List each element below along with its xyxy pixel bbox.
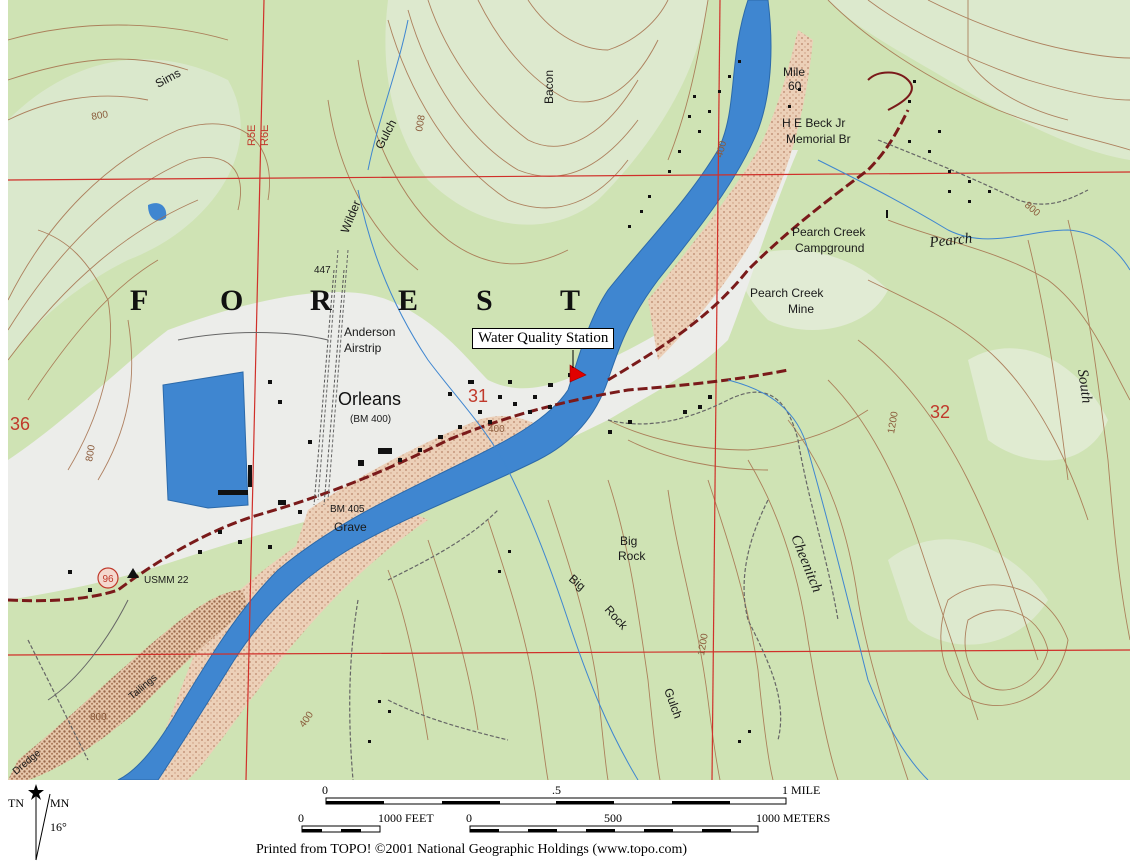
water-quality-station-callout[interactable]: Water Quality Station: [472, 328, 615, 349]
roads: [8, 71, 1089, 780]
mine-label: Pearch Creek: [750, 286, 824, 300]
water-quality-station-flag-icon[interactable]: [569, 364, 587, 383]
scale-bars: [301, 797, 787, 833]
contour-label: 400: [714, 139, 729, 158]
gravel-bar: [648, 30, 813, 360]
elevation-447-label: 447: [314, 265, 331, 276]
mile-scale-zero: 0: [322, 783, 328, 797]
benchmark-icon: [127, 568, 139, 578]
mile-scale-one: 1 MILE: [782, 783, 821, 797]
usmm-label: USMM 22: [144, 575, 189, 586]
forest-label: F O R E S T: [130, 284, 580, 317]
campground-label-2: Campground: [795, 241, 864, 255]
big-rock-label-2: Rock: [618, 549, 646, 563]
survey-grid: [8, 0, 1130, 780]
bm405-label: BM 405: [330, 504, 365, 515]
contour-label: 400: [488, 424, 505, 435]
terrain-shading: [8, 0, 1130, 645]
north-arrow-icon: [28, 784, 51, 861]
route-shield: 96: [97, 567, 119, 589]
buildings: [68, 60, 991, 743]
campground-label: Pearch Creek: [792, 225, 866, 239]
mile-number-label: 60: [788, 79, 802, 93]
section-36-label: 36: [10, 414, 30, 434]
contour-label: 1200: [696, 632, 711, 656]
creeks: [357, 19, 1130, 780]
contour-label: 800: [84, 444, 98, 463]
contour-lines: [8, 0, 1130, 780]
feet-scale-zero: 0: [298, 811, 304, 825]
contour-label: 1200: [886, 410, 901, 434]
contour-label: 008: [414, 114, 428, 133]
map-footer: TN MN 16° 0 .5 1 MILE 0 1000 FEET 0 500 …: [0, 780, 1130, 865]
svg-text:O: O: [220, 284, 243, 317]
airstrip: [313, 269, 345, 506]
campground-icon: [886, 210, 888, 218]
svg-text:T: T: [560, 284, 580, 317]
range-r6e-label: R6E: [259, 125, 271, 146]
mile-label: Mile: [783, 65, 805, 79]
orleans-bm-label: (BM 400): [350, 414, 391, 425]
meter-scale-1000: 1000 METERS: [756, 811, 831, 825]
pond: [162, 371, 249, 509]
river: [117, 0, 772, 780]
big-rock-label: Big: [620, 534, 637, 548]
svg-text:R: R: [310, 284, 332, 317]
gravel-bar: [148, 500, 428, 780]
small-pond: [148, 203, 167, 221]
svg-text:F: F: [130, 284, 148, 317]
range-r5e-label: R5E: [246, 125, 258, 146]
memorial-label: Memorial Br: [786, 132, 851, 146]
mile-scale-half: .5: [552, 783, 561, 797]
pearch-creek-label: Pearch: [928, 231, 973, 251]
meter-scale-500: 500: [604, 811, 622, 825]
declination-label: 16°: [50, 820, 67, 834]
orleans-label[interactable]: Orleans: [338, 389, 401, 409]
svg-text:96: 96: [102, 574, 114, 585]
section-32-label: 32: [930, 402, 950, 422]
airstrip-label: Airstrip: [344, 341, 382, 355]
feet-scale-1000: 1000 FEET: [378, 811, 434, 825]
tailings-area: [8, 590, 248, 780]
contour-label: 800: [91, 109, 110, 123]
valley-clearing-west: [8, 330, 168, 520]
svg-text:E: E: [398, 284, 418, 317]
topographic-map[interactable]: 96 F O R E S T 36 31 32 Orleans (BM 400)…: [8, 0, 1130, 780]
credit-line: Printed from TOPO! ©2001 National Geogra…: [256, 842, 688, 857]
north-mn-label: MN: [50, 796, 70, 810]
svg-text:S: S: [476, 284, 493, 317]
north-tn-label: TN: [8, 796, 24, 810]
meter-scale-zero: 0: [466, 811, 472, 825]
section-31-label: 31: [468, 386, 488, 406]
mine-label-2: Mine: [788, 302, 814, 316]
beck-label: H E Beck Jr: [782, 116, 845, 130]
anderson-label: Anderson: [344, 325, 395, 339]
contour-label: 800: [90, 712, 107, 723]
grave-label: Grave: [334, 520, 367, 534]
south-label: South: [1074, 368, 1095, 404]
bacon-label: Bacon: [542, 70, 556, 104]
